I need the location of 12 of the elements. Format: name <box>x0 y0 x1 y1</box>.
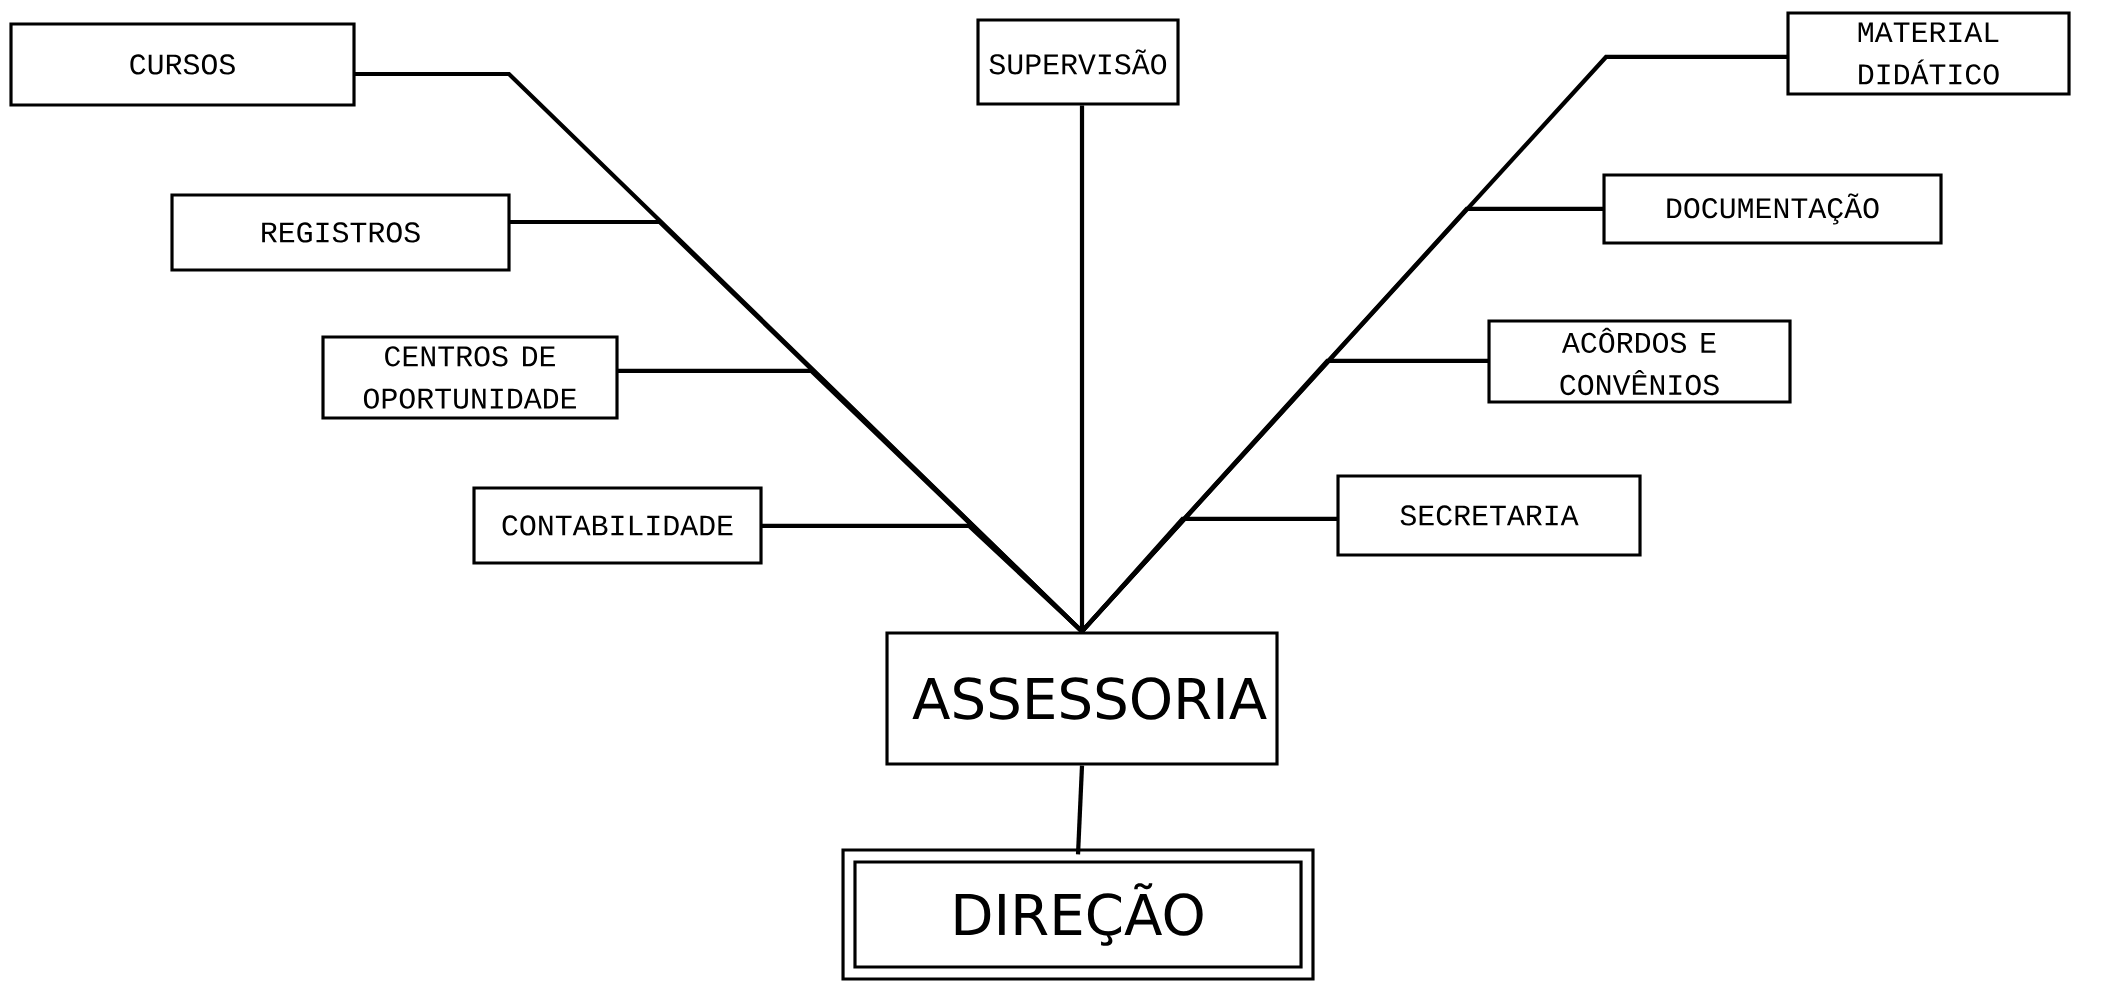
department-box: CURSOS <box>9 22 356 107</box>
director-box: DIREÇÃO <box>841 848 1315 981</box>
department-box: CONTABILIDADE <box>472 486 763 565</box>
department-box: REGISTROS <box>170 193 511 272</box>
department-box: SUPERVISÃO <box>976 18 1180 106</box>
department-box: MATERIAL DIDÁTICO <box>1786 11 2071 96</box>
connector-line <box>1075 765 1085 855</box>
department-box: SECRETARIA <box>1336 474 1642 557</box>
department-box: ACÔRDOS E CONVÊNIOS <box>1487 319 1792 404</box>
office-box: ASSESSORIA <box>885 631 1279 766</box>
department-box: DOCUMENTAÇÃO <box>1602 173 1943 245</box>
department-box: CENTROS DE OPORTUNIDADE <box>321 335 619 420</box>
